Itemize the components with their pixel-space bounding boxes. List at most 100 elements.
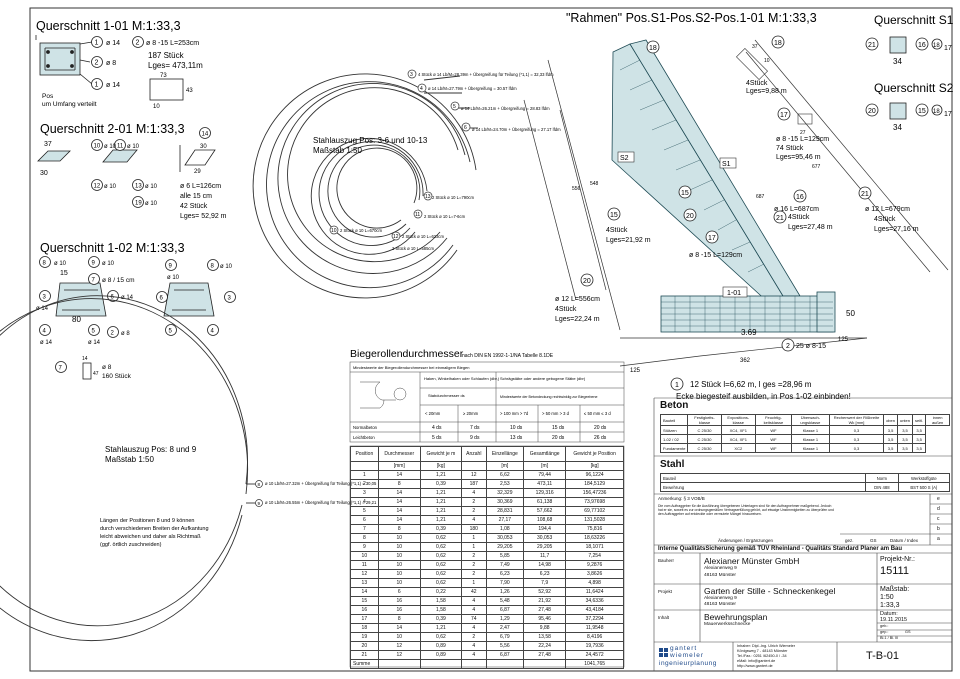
mark-3b: 3 [228, 296, 232, 302]
table-cell: 3,5 [883, 443, 898, 453]
table-cell: 29,205 [523, 542, 567, 552]
table-cell: 8 [377, 614, 421, 624]
mark-13: 13 [135, 184, 142, 190]
beton-header: Bauteil Festigkeits-klasse Expositions-k… [659, 414, 950, 426]
rahmen-mark-17b: 17 [780, 112, 788, 119]
table-cell: 0,62 [419, 551, 462, 561]
table-cell: Klasse 1 [790, 425, 830, 435]
unit-2: [kg] [419, 461, 462, 471]
d10-d: ø 10 [145, 184, 158, 190]
bending-title: Biegerollendurchmesser [350, 348, 464, 360]
bar-21-count: 4Stück [874, 216, 896, 223]
inhalt-sub: Mauerwerksschnecke [704, 622, 751, 627]
sum-value: 1041,765 [565, 659, 624, 669]
dim-10b: 10 [764, 58, 770, 64]
spiral-label-10: 2 Stück ø 10 L=670cm [340, 228, 383, 233]
table-cell: 3,5 [896, 443, 914, 453]
s2-dim-17: 17 [944, 111, 952, 118]
table-cell: 0,62 [419, 560, 462, 570]
dim-50: 50 [846, 309, 855, 318]
table-cell: 1,26 [485, 587, 525, 597]
table-cell: 0,39 [419, 524, 462, 534]
bar-17-lges: Lges=95,46 m [776, 154, 821, 161]
bar-2-spec: ø 8 -15 L=253cm [146, 40, 199, 47]
bar-2-count: 187 Stück [148, 51, 185, 60]
col-position: Position [350, 446, 379, 462]
table-cell: 43,4184 [565, 605, 624, 615]
table-cell: WF [755, 434, 792, 444]
bending-c1: < 20mm [425, 411, 441, 416]
s1-mark-21: 21 [868, 42, 876, 49]
spiral2-label-8: ø 10 Lb/M=27.32m + Übergreifung für Teil… [265, 481, 377, 486]
table-cell: 4 [460, 605, 487, 615]
table-cell: 0,3 [828, 443, 885, 453]
table-cell: 12 [377, 650, 421, 660]
col-single-length: Einzellänge [485, 446, 525, 462]
d14-c: ø 14 [40, 340, 53, 346]
mark-4b: 4 [211, 329, 215, 335]
spiral-mark-5: 5 [453, 104, 456, 110]
dim-30: 30 [40, 170, 48, 177]
dim-43: 43 [186, 88, 193, 94]
dim-687: 687 [756, 194, 765, 200]
section-1-01-drawing [35, 35, 184, 101]
table-cell: 12 [350, 569, 379, 579]
spiral-2-title: Stahlauszug Pos: 8 und 9 [105, 445, 197, 454]
blatt-label: Bl.1 / Bl. III [880, 636, 899, 640]
rahmen-mark-20b: 20 [583, 278, 591, 285]
table-cell: 4 [460, 623, 487, 633]
dim-73: 73 [160, 73, 167, 79]
101-tag-box [722, 286, 748, 298]
stahl-h0: Bauteil [660, 473, 866, 483]
table-cell: 14 [377, 470, 421, 480]
table-cell: 21,92 [523, 596, 567, 606]
table-cell: 4 [460, 641, 487, 651]
beton-h1: Festigkeits-klasse [687, 414, 722, 426]
bar-16-count: 4Stück [788, 214, 810, 221]
table-cell: 108,68 [523, 515, 567, 525]
dim-37: 37 [44, 141, 52, 148]
table-cell: XC4, XF1 [720, 434, 757, 444]
spiral-label-3: 4 Stück ø 14 Lb/M=28.39m + Übergreifung … [418, 72, 554, 77]
bending-r2-0: 5 ds [432, 435, 442, 441]
bar-15-count: 4Stück [606, 227, 628, 234]
table-cell: 79,44 [523, 470, 567, 480]
spiral-mark-3: 3 [410, 72, 413, 78]
table-cell: 30,053 [485, 533, 525, 543]
bauherr-street: Alexianerweg 9 [704, 566, 737, 571]
projekt-street: Alexianerweg 9 [704, 596, 737, 601]
s1-dim-34: 34 [893, 57, 902, 66]
table-cell: 1,58 [419, 596, 462, 606]
spiral-1-marks [329, 69, 471, 241]
mark-9: 9 [92, 261, 96, 267]
mark-5b: 5 [169, 329, 173, 335]
section-1-02-title: Querschnitt 1-02 M:1:33,3 [40, 241, 185, 255]
mark-14: 14 [202, 132, 209, 138]
geb-label: geb.: [880, 624, 889, 628]
table-cell: 7 [350, 524, 379, 534]
bar-20-spec: ø 12 L=556cm [555, 296, 600, 303]
spiral-mark-10: 10 [331, 228, 337, 234]
table-cell: 74 [460, 614, 487, 624]
bar-1-note: Ecke biegesteif ausbilden, in Pos 1-02 e… [676, 392, 851, 401]
table-cell: 5 [350, 506, 379, 516]
spiral-1-title: Stahlauszug Pos: 3-6 und 10-13 [313, 136, 428, 145]
rahmen-title: "Rahmen" Pos.S1-Pos.S2-Pos.1-01 M:1:33,3 [566, 11, 817, 25]
beton-h5: Rechenwert der Rißbreite Wk [mm] [828, 414, 885, 426]
table-cell: 2 [460, 551, 487, 561]
addr-2: Königsweg 7 - 48143 Münster [737, 649, 788, 653]
table-cell: C 25/30 [687, 434, 722, 444]
datum-label: Datum: [880, 611, 898, 617]
table-cell: 18,1071 [565, 542, 624, 552]
table-cell: 3,5 [911, 434, 927, 444]
stahl-row: Bewehrung DIN 488 BST 500 S (A) [660, 482, 951, 492]
mark-6b: 6 [160, 296, 164, 302]
table-cell: 13,58 [523, 632, 567, 642]
